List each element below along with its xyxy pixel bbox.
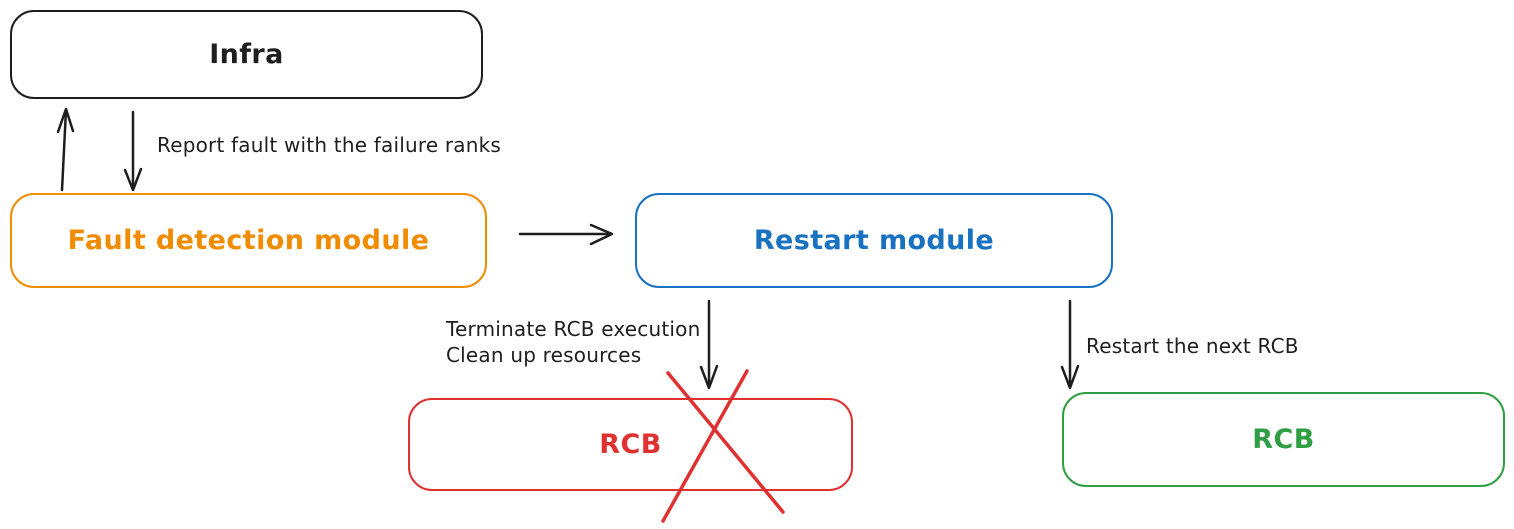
node-restart-module: Restart module (635, 193, 1113, 288)
edge-label-terminate-line1: Terminate RCB execution (446, 317, 701, 341)
node-rcb-next: RCB (1062, 392, 1505, 487)
arrow-restart-to-rcb-next (1060, 299, 1080, 390)
edge-label-terminate-line2: Clean up resources (446, 343, 642, 367)
node-rcb-next-label: RCB (1252, 424, 1315, 455)
node-fault-detection-module: Fault detection module (10, 193, 487, 288)
node-rcb-failed-label: RCB (599, 429, 662, 460)
arrow-restart-to-rcb-failed (699, 299, 719, 390)
node-fault-detection-module-label: Fault detection module (67, 225, 430, 256)
node-infra: Infra (10, 10, 483, 99)
arrow-fault-to-infra (56, 107, 75, 192)
node-rcb-failed: RCB (408, 398, 853, 491)
node-infra-label: Infra (209, 39, 284, 70)
arrow-fault-to-restart (518, 223, 614, 246)
edge-label-restart-next: Restart the next RCB (1086, 334, 1299, 358)
edge-label-terminate: Terminate RCB execution Clean up resourc… (446, 316, 700, 368)
node-restart-module-label: Restart module (753, 225, 995, 256)
arrow-infra-to-fault (123, 110, 143, 192)
edge-label-report-fault: Report fault with the failure ranks (157, 133, 502, 157)
